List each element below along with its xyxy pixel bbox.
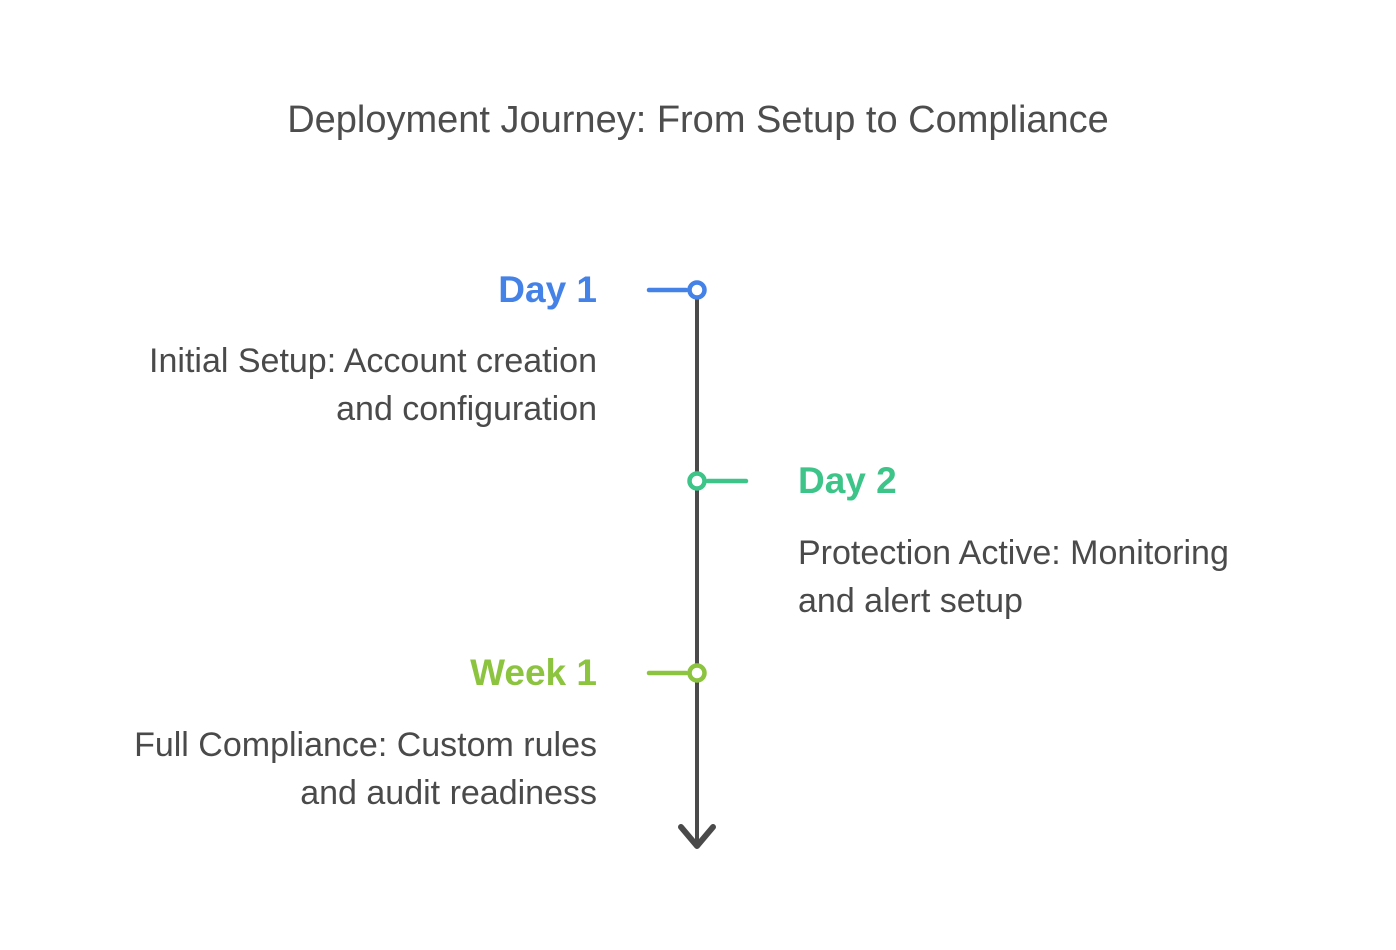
milestone-label-week-1: Week 1 <box>470 652 597 693</box>
milestone-marker-day-1 <box>687 280 707 300</box>
milestone-description-line: Full Compliance: Custom rules <box>134 726 597 764</box>
milestone-description-line: and alert setup <box>798 582 1023 620</box>
milestone-description-line: Initial Setup: Account creation <box>149 342 597 380</box>
milestone-description-week-1: Full Compliance: Custom rules and audit … <box>134 721 597 817</box>
milestone-description-line: and configuration <box>336 390 597 428</box>
milestone-marker-day-2 <box>687 471 707 491</box>
milestone-label-day-1: Day 1 <box>498 269 597 310</box>
milestone-description-day-1: Initial Setup: Account creation and conf… <box>149 337 597 433</box>
milestone-description-line: and audit readiness <box>300 774 597 812</box>
axis-arrow-icon <box>678 824 716 849</box>
milestone-marker-week-1 <box>687 663 707 683</box>
milestone-description-line: Protection Active: Monitoring <box>798 534 1229 572</box>
milestone-label-day-2: Day 2 <box>798 460 897 501</box>
milestone-description-day-2: Protection Active: Monitoring and alert … <box>798 529 1229 625</box>
diagram-title: Deployment Journey: From Setup to Compli… <box>287 99 1109 141</box>
